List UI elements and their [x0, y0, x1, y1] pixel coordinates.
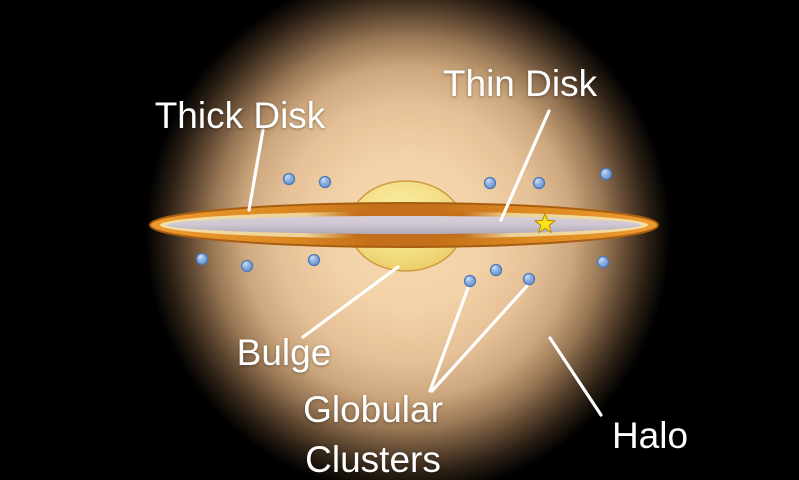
thin-disk-pointer-line	[499, 109, 551, 222]
halo-pointer-line	[548, 336, 603, 417]
sun-star-icon	[534, 213, 556, 233]
label-bulge: Bulge	[236, 332, 332, 373]
label-thin-disk: Thin Disk	[442, 63, 598, 104]
thin-disk-ellipse	[167, 216, 641, 234]
globular-cluster-dot	[596, 255, 610, 269]
globular-cluster-dot	[522, 272, 536, 286]
globular-cluster-dot	[307, 253, 321, 267]
globular-pointer-line-2	[430, 284, 529, 393]
globular-cluster-dot	[599, 167, 613, 181]
globular-cluster-dot	[489, 263, 503, 277]
globular-pointer-line-1	[428, 286, 470, 393]
globular-cluster-dot	[532, 176, 546, 190]
globular-cluster-dot	[240, 259, 254, 273]
label-thick-disk: Thick Disk	[154, 95, 326, 136]
globular-cluster-dot	[483, 176, 497, 190]
globular-cluster-dot	[282, 172, 296, 186]
globular-cluster-dot	[318, 175, 332, 189]
label-globular-line1: Globular	[303, 389, 443, 430]
label-globular-clusters: Globular Clusters	[303, 385, 443, 480]
label-halo: Halo	[611, 415, 689, 456]
globular-cluster-dot	[195, 252, 209, 266]
bulge-pointer-line	[301, 265, 400, 339]
globular-cluster-dot	[463, 274, 477, 288]
thick-disk-pointer-line	[247, 128, 265, 212]
label-globular-line2: Clusters	[305, 439, 441, 480]
